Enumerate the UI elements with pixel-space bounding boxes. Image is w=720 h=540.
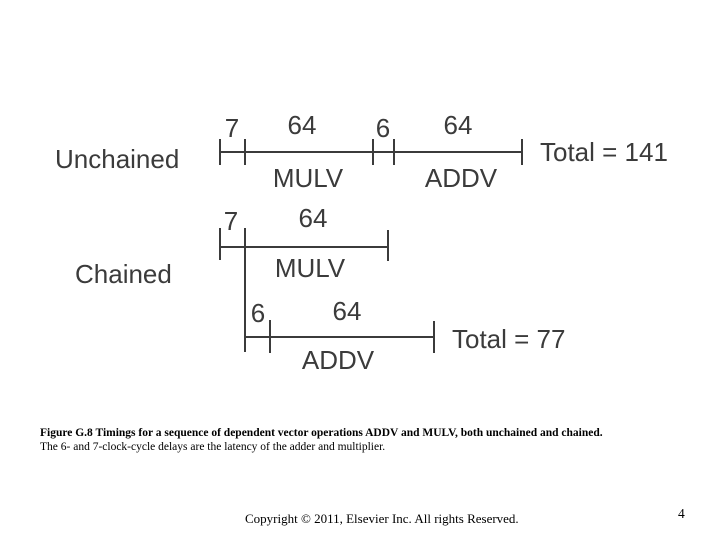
- timeline-tick: [219, 139, 221, 165]
- timeline-tick: [219, 228, 221, 260]
- timeline-tick: [433, 321, 435, 353]
- chained-mulv-op-label: MULV: [274, 253, 346, 283]
- chained-total-label: Total = 77: [452, 324, 566, 354]
- unchained-addv-op-label: ADDV: [424, 163, 498, 193]
- chained-addv-duration: 64: [332, 296, 362, 326]
- figure-caption: Figure G.8 Timings for a sequence of dep…: [40, 426, 690, 454]
- unchained-mulv-duration: 64: [287, 110, 317, 140]
- timeline-tick: [372, 139, 374, 165]
- unchained-label: Unchained: [55, 144, 180, 174]
- chained-mulv-timeline: [220, 246, 389, 248]
- chained-addv-timeline: [245, 336, 435, 338]
- copyright-notice: Copyright © 2011, Elsevier Inc. All righ…: [245, 511, 519, 526]
- figure-caption-detail: The 6- and 7-clock-cycle delays are the …: [40, 441, 386, 453]
- timeline-tick: [244, 139, 246, 165]
- unchained-mulv-delay: 7: [224, 113, 240, 143]
- chaining-tick: [244, 228, 246, 352]
- page-number: 4: [678, 506, 685, 521]
- chained-addv-delay: 6: [250, 298, 266, 328]
- timeline-tick: [393, 139, 395, 165]
- unchained-addv-delay: 6: [375, 113, 391, 143]
- chained-mulv-delay: 7: [223, 206, 239, 236]
- chained-addv-op-label: ADDV: [301, 345, 375, 375]
- unchained-mulv-op-label: MULV: [272, 163, 344, 193]
- timeline-tick: [269, 320, 271, 353]
- figure-caption-title: Figure G.8 Timings for a sequence of dep…: [40, 427, 603, 439]
- timeline-tick: [521, 139, 523, 165]
- unchained-addv-duration: 64: [443, 110, 473, 140]
- chained-mulv-duration: 64: [298, 203, 328, 233]
- chained-label: Chained: [75, 259, 172, 289]
- timeline-tick: [387, 230, 389, 261]
- unchained-timeline: [220, 151, 523, 153]
- unchained-total-label: Total = 141: [540, 137, 668, 167]
